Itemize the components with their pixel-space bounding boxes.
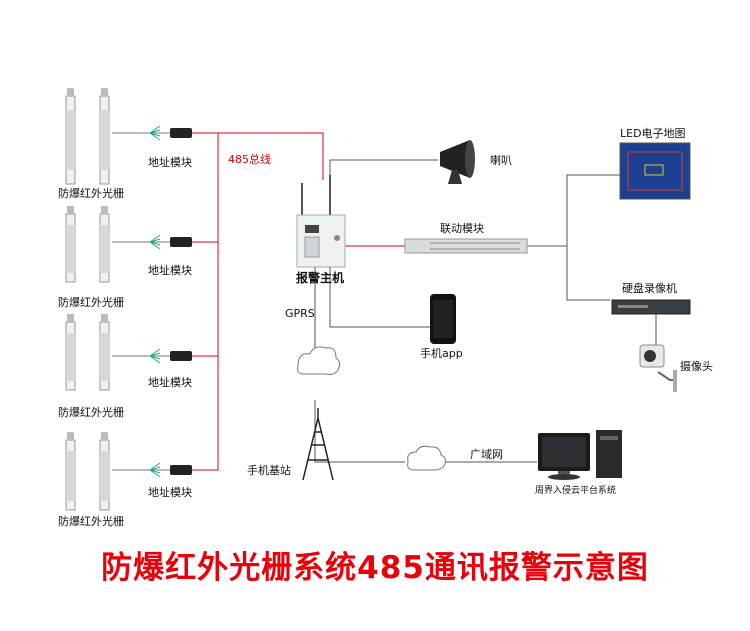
curtain-group-2 xyxy=(65,206,192,283)
speaker-icon xyxy=(440,140,475,184)
computer-icon xyxy=(538,430,622,480)
speaker-label: 喇叭 xyxy=(490,154,512,167)
address-module-icon xyxy=(170,237,192,247)
curtain-label-3: 防爆红外光栅 xyxy=(58,406,124,419)
base-station-label: 手机基站 xyxy=(247,464,291,477)
infrared-curtain-icon xyxy=(65,88,110,185)
infrared-curtain-icon xyxy=(65,432,110,511)
wire-bundle-icon xyxy=(149,462,161,478)
wire-bundle-icon xyxy=(149,125,161,141)
address-module-label-2: 地址模块 xyxy=(148,264,192,277)
led-map-label: LED电子地图 xyxy=(620,127,686,140)
host-links xyxy=(314,159,657,463)
cloud-icon-wan xyxy=(407,445,446,471)
bus-485-label: 485总线 xyxy=(228,153,271,166)
base-station-tower-icon xyxy=(302,408,334,481)
curtain-group-1 xyxy=(65,88,192,185)
cloud-platform-label: 周界入侵云平台系统 xyxy=(535,486,617,496)
wire-bundle-icon xyxy=(149,348,161,364)
address-module-icon xyxy=(170,465,192,475)
camera-label: 摄像头 xyxy=(680,360,713,373)
curtain-label-4: 防爆红外光栅 xyxy=(58,515,124,528)
curtain-label-1: 防爆红外光栅 xyxy=(58,187,124,200)
led-map-icon xyxy=(619,142,691,200)
address-module-label-1: 地址模块 xyxy=(148,156,192,169)
address-module-icon xyxy=(170,351,192,361)
alarm-host-label: 报警主机 xyxy=(296,271,345,285)
gprs-label: GPRS xyxy=(285,307,315,320)
bus-485-lines xyxy=(192,132,405,471)
mobile-phone-icon xyxy=(430,294,456,344)
diagram-title: 防爆红外光栅系统485通讯报警示意图 xyxy=(101,550,649,586)
linkage-module-label: 联动模块 xyxy=(440,222,484,235)
curtain-label-2: 防爆红外光栅 xyxy=(58,296,124,309)
wire-bundle-icon xyxy=(149,234,161,250)
infrared-curtain-icon xyxy=(65,314,110,391)
curtain-group-3 xyxy=(65,314,192,391)
address-module-label-4: 地址模块 xyxy=(148,486,192,499)
address-module-icon xyxy=(170,128,192,138)
nvr-icon xyxy=(611,299,691,315)
mobile-app-label: 手机app xyxy=(420,347,463,360)
nvr-label: 硬盘录像机 xyxy=(622,282,677,295)
wan-label: 广域网 xyxy=(470,448,503,461)
curtain-group-4 xyxy=(65,432,192,511)
linkage-module-icon xyxy=(404,238,528,254)
infrared-curtain-icon xyxy=(65,206,110,283)
camera-icon xyxy=(639,344,677,392)
alarm-host-icon xyxy=(296,175,346,268)
cloud-icon-gprs xyxy=(297,346,341,375)
address-module-label-3: 地址模块 xyxy=(148,376,192,389)
